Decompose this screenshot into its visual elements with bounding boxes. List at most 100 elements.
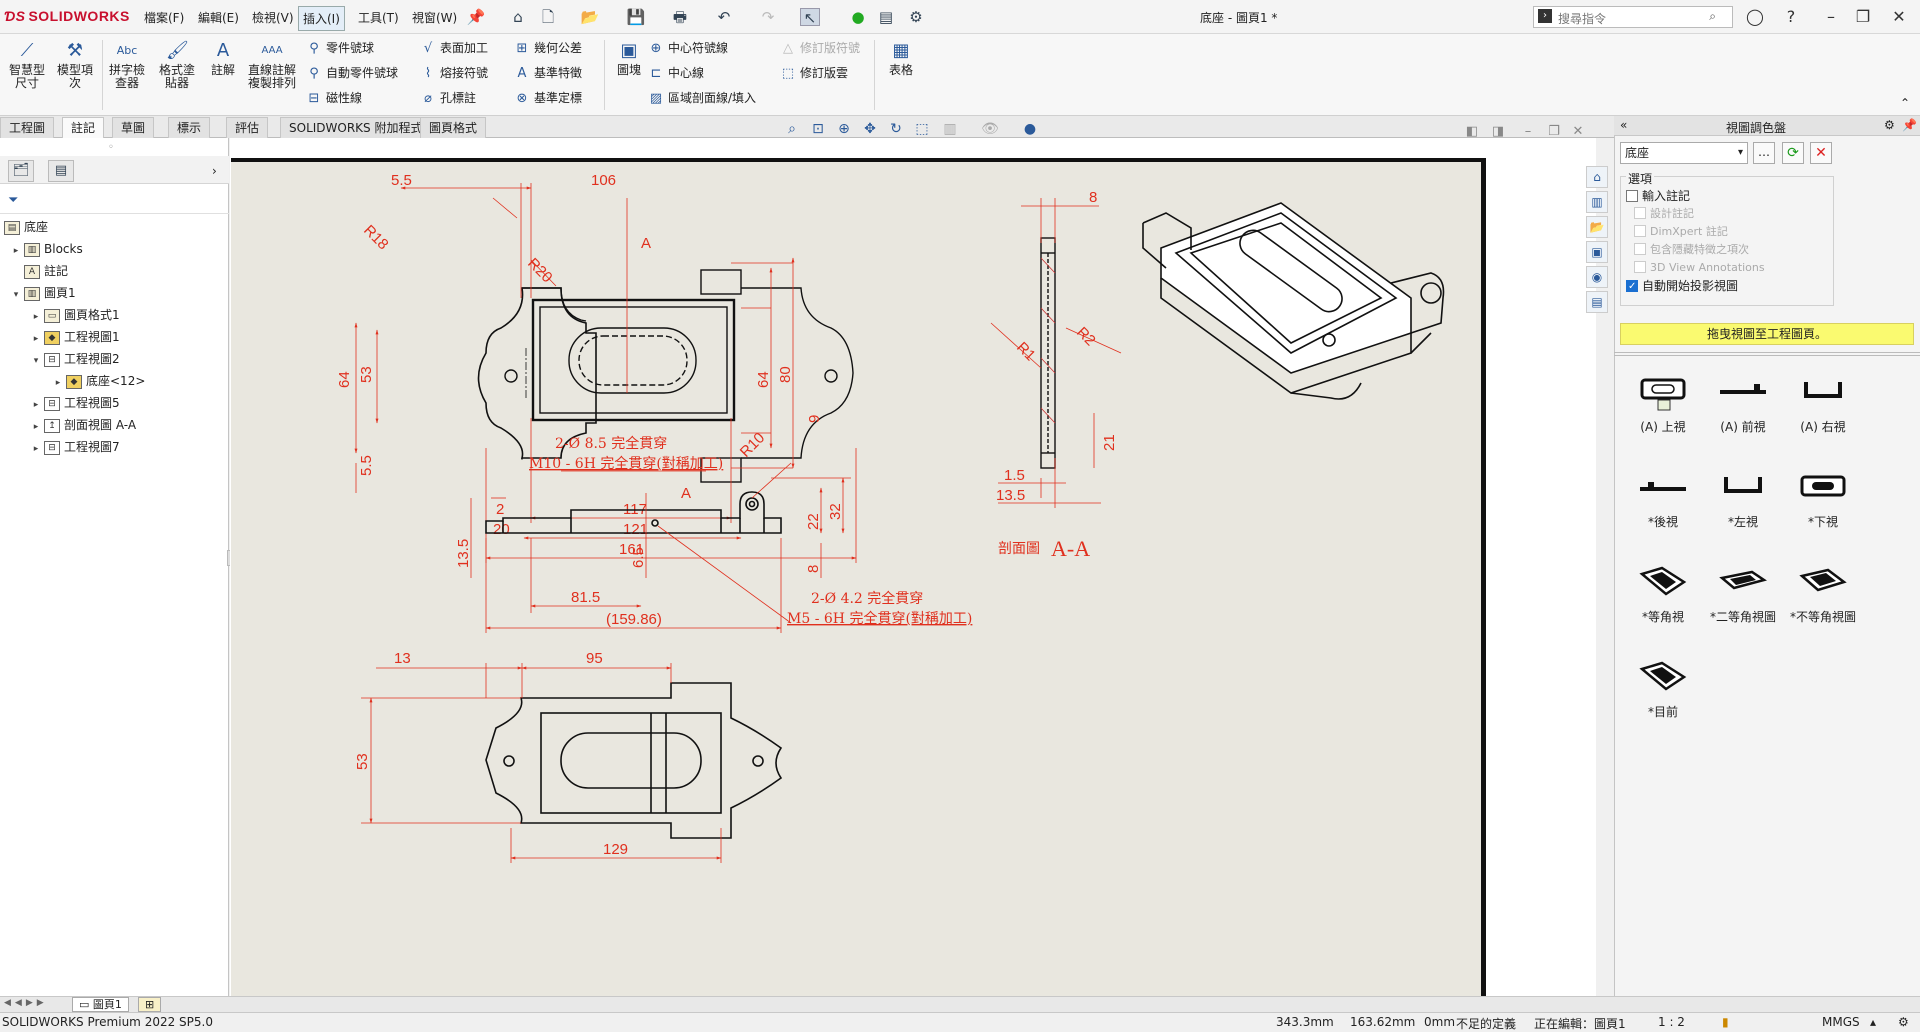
view-thumb-top[interactable]: (A) 上視 — [1623, 372, 1703, 435]
hide-show-icon[interactable]: 👁 — [981, 121, 999, 137]
geometric-tolerance-button[interactable]: ⊞幾何公差 — [514, 38, 582, 58]
feature-tree-tab[interactable]: 🗂 — [8, 160, 34, 182]
view-thumb-bottom[interactable]: *下視 — [1783, 467, 1863, 530]
file-explorer-icon[interactable]: 📂 — [1586, 216, 1608, 238]
tab-sketch[interactable]: 草圖 — [112, 117, 155, 138]
display-style-icon[interactable]: ▥ — [943, 121, 957, 137]
option-auto-start-projected-view[interactable]: 自動開始投影視圖 — [1626, 277, 1765, 296]
menu-tools[interactable]: 工具(T) — [358, 11, 399, 25]
tree-arrow[interactable]: ▸ — [33, 422, 39, 432]
balloon-button[interactable]: ⚲零件號球 — [306, 38, 374, 58]
menu-file[interactable]: 檔案(F) — [144, 11, 185, 25]
unit-system[interactable]: MMGS — [1822, 1015, 1860, 1029]
view-thumb-dimetric[interactable]: *二等角視圖 — [1703, 562, 1783, 625]
tab-annotation[interactable]: 註記 — [62, 117, 105, 138]
tree-arrow[interactable]: ▸ — [33, 334, 39, 344]
tree-item[interactable]: ▸↥剖面視圖 A-A — [0, 414, 229, 436]
surface-finish-button[interactable]: √表面加工 — [420, 38, 488, 58]
revision-cloud-button[interactable]: ⬚修訂版雲 — [780, 63, 848, 83]
property-manager-tab[interactable]: ▤ — [48, 160, 74, 182]
view-palette-icon[interactable]: ▣ — [1586, 241, 1608, 263]
view-close-icon[interactable]: ✕ — [1572, 124, 1584, 139]
view-thumb-right[interactable]: (A) 右視 — [1783, 372, 1863, 435]
browse-button[interactable]: … — [1753, 142, 1775, 164]
tree-arrow[interactable]: ▸ — [33, 400, 39, 410]
tree-item[interactable]: ▸◆底座<12> — [0, 370, 229, 392]
status-settings-icon[interactable]: ⚙ — [1898, 1015, 1909, 1029]
clear-button[interactable]: ✕ — [1810, 142, 1832, 164]
smart-dimension-button[interactable]: ⟋智慧型 尺寸 — [4, 40, 50, 90]
print-icon[interactable]: 🖶 — [672, 8, 688, 26]
undo-icon[interactable]: ↶ — [717, 8, 731, 26]
search-icon[interactable]: ⌕ — [1709, 9, 1716, 23]
centerline-button[interactable]: ⊏中心線 — [648, 63, 704, 83]
rebuild-icon[interactable]: ▮ — [1722, 1015, 1729, 1029]
tree-item[interactable]: ▸▭圖頁格式1 — [0, 304, 229, 326]
help-icon[interactable]: ? — [1786, 7, 1796, 26]
close-window-button[interactable]: ✕ — [1892, 7, 1906, 26]
menu-view[interactable]: 檢視(V) — [252, 11, 294, 25]
add-sheet-button[interactable]: ⊞ — [138, 997, 162, 1012]
tree-arrow[interactable]: ▾ — [33, 356, 39, 366]
tab-markup[interactable]: 標示 — [168, 117, 211, 138]
zoom-to-area-icon[interactable]: ⊡ — [812, 121, 824, 137]
pin-icon[interactable]: 📌 — [466, 8, 486, 26]
tab-drawing[interactable]: 工程圖 — [0, 117, 55, 138]
blocks-button[interactable]: ▣圖塊 — [606, 40, 652, 77]
appearance-icon[interactable]: ● — [1023, 121, 1037, 137]
checkbox[interactable] — [1634, 225, 1646, 237]
appearances-icon[interactable]: ◉ — [1586, 266, 1608, 288]
option-dimxpert-annotations[interactable]: DimXpert 註記 — [1626, 223, 1765, 241]
view-thumb-back[interactable]: *後視 — [1623, 467, 1703, 530]
view-thumb-isometric[interactable]: *等角視 — [1623, 562, 1703, 625]
center-mark-button[interactable]: ⊕中心符號線 — [648, 38, 728, 58]
view-restore-icon[interactable]: ❐ — [1548, 124, 1560, 139]
tree-item[interactable]: ▸◆工程視圖1 — [0, 326, 229, 348]
view-min-icon[interactable]: – — [1524, 124, 1532, 139]
new-document-icon[interactable]: 🗋 — [541, 8, 555, 26]
menu-insert[interactable]: 插入(I) — [298, 6, 345, 31]
redo-icon[interactable]: ↷ — [761, 8, 775, 26]
panel-splitter-handle[interactable]: ◦ — [108, 142, 114, 153]
tree-item[interactable]: ▸⊟工程視圖5 — [0, 392, 229, 414]
search-commands-input[interactable]: › 搜尋指令 ⌕ — [1533, 6, 1733, 28]
design-library-icon[interactable]: ▥ — [1586, 191, 1608, 213]
model-items-button[interactable]: ⚒模型項 次 — [52, 40, 98, 90]
collapse-ribbon-icon[interactable]: ⌃ — [1900, 96, 1911, 110]
tables-button[interactable]: ▦表格 — [878, 40, 924, 77]
area-hatch-button[interactable]: ▨區域剖面線/填入 — [648, 88, 756, 108]
tab-addins[interactable]: SOLIDWORKS 附加程式 — [280, 117, 432, 138]
option-3d-view-annotations[interactable]: 3D View Annotations — [1626, 259, 1765, 277]
view-right-icon[interactable]: ◨ — [1491, 124, 1505, 139]
units-chevron-up-icon[interactable]: ▴ — [1870, 1015, 1877, 1029]
select-arrow-icon[interactable]: ↖ — [800, 8, 820, 27]
traffic-light-icon[interactable]: ● — [851, 8, 865, 26]
menu-window[interactable]: 視窗(W) — [412, 11, 458, 25]
view-orientation-icon[interactable]: ⬚ — [915, 121, 929, 137]
view-thumb-current[interactable]: *目前 — [1623, 657, 1703, 720]
open-icon[interactable]: 📂 — [580, 8, 600, 26]
home-resources-icon[interactable]: ⌂ — [1586, 166, 1608, 188]
view-thumb-front[interactable]: (A) 前視 — [1703, 372, 1783, 435]
checkbox-checked[interactable] — [1626, 278, 1638, 296]
restore-button[interactable]: ❐ — [1855, 7, 1871, 26]
option-hidden-features[interactable]: 包含隱藏特徵之項次 — [1626, 241, 1765, 259]
filter-icon[interactable]: ⏷ — [8, 193, 19, 208]
file-properties-icon[interactable]: ▤ — [878, 8, 894, 26]
view-thumb-left[interactable]: *左視 — [1703, 467, 1783, 530]
part-select-dropdown[interactable]: 底座▾ — [1620, 142, 1748, 164]
checkbox[interactable] — [1634, 243, 1646, 255]
tree-arrow[interactable]: ▸ — [33, 444, 39, 454]
revision-symbol-button[interactable]: △修訂版符號 — [780, 38, 860, 58]
options-gear-icon[interactable]: ⚙ — [909, 8, 923, 26]
datum-target-button[interactable]: ⊗基準定標 — [514, 88, 582, 108]
zoom-to-fit-icon[interactable]: ⌕ — [788, 121, 796, 137]
zoom-in-out-icon[interactable]: ⊕ — [838, 121, 850, 137]
rotate-icon[interactable]: ↻ — [890, 121, 902, 137]
tree-item[interactable]: ▸▥Blocks — [0, 238, 229, 260]
save-icon[interactable]: 💾 — [626, 8, 646, 26]
